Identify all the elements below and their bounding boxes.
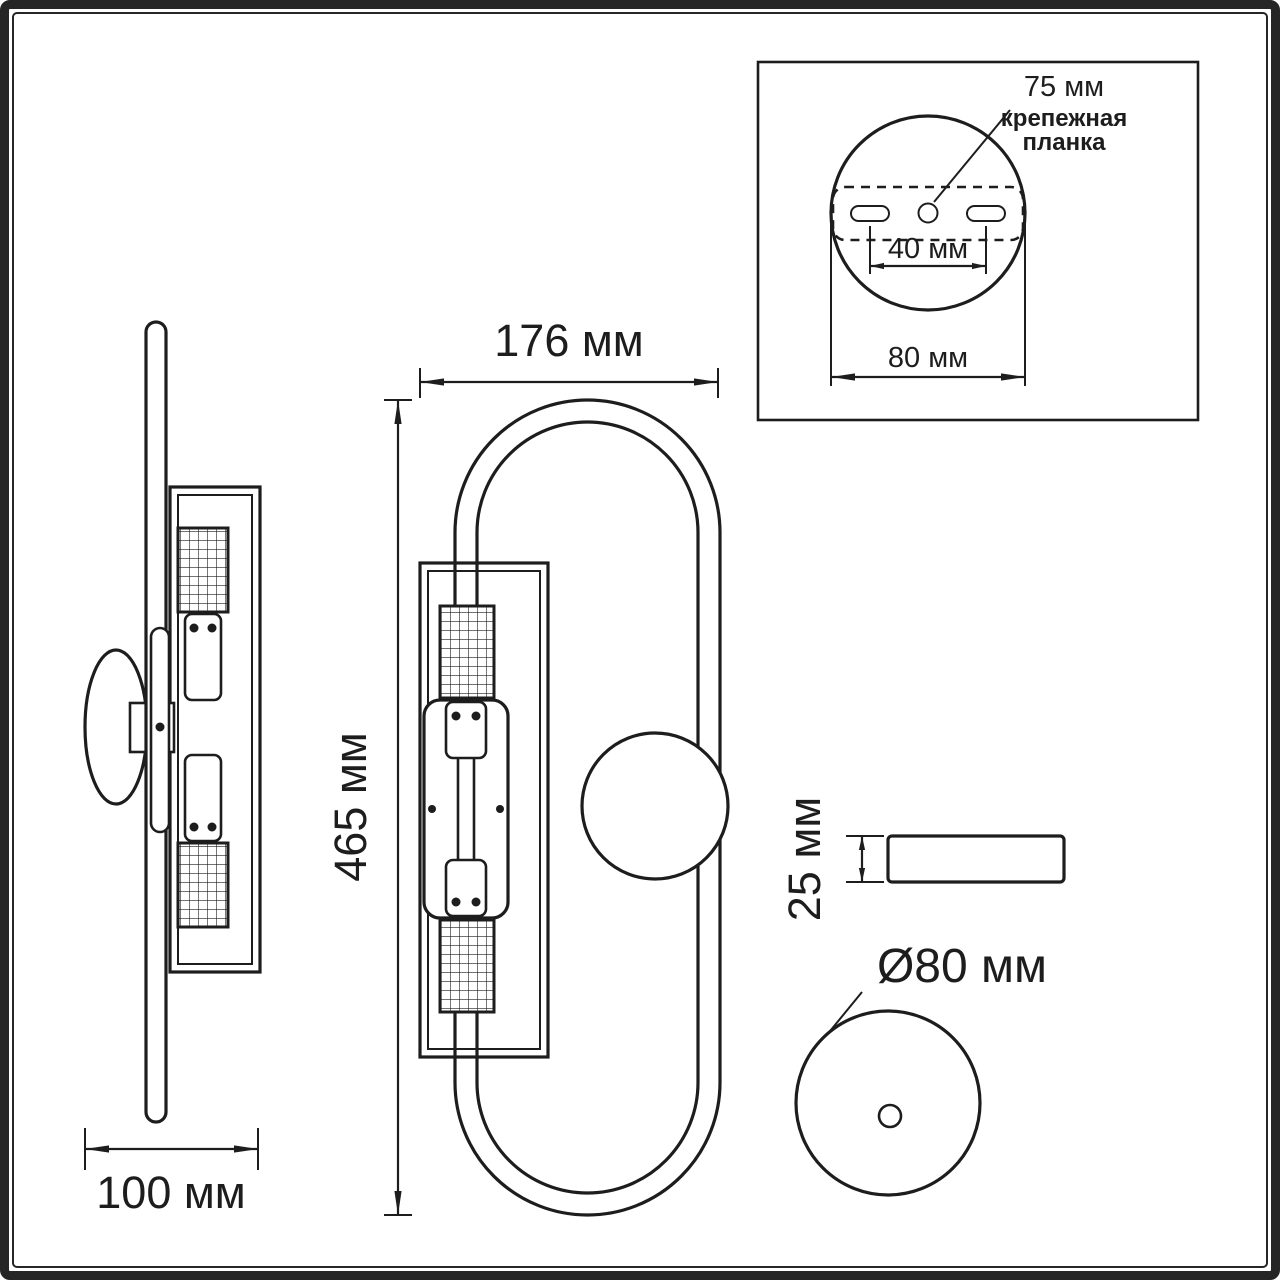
side-view	[83, 320, 262, 1124]
front-top-shade	[438, 604, 496, 700]
inset-leader-line	[933, 109, 1011, 203]
mounting-plate-inset: 75 мм крепежная планка 40 мм 80 мм	[756, 60, 1200, 422]
front-frame-screw	[496, 805, 504, 813]
front-bottom-holder-screw	[451, 897, 461, 907]
side-mount-screw	[155, 722, 165, 732]
front-top-holder-screw	[451, 711, 461, 721]
inset-slot-spacing-label: 40 мм	[888, 233, 968, 265]
side-backplate-inner	[177, 494, 253, 965]
inset-bracket-outline	[831, 185, 1025, 242]
base-plate-view: Ø80 мм	[794, 940, 1047, 1197]
front-width-label: 176 мм	[494, 315, 643, 366]
page-border-inner	[12, 12, 1268, 1268]
front-bottom-shade	[438, 918, 496, 1014]
front-view	[418, 398, 730, 1217]
side-depth-label: 100 мм	[96, 1167, 245, 1218]
plate-profile	[886, 834, 1066, 884]
side-bottom-holder	[183, 753, 223, 843]
front-frame-screw	[428, 805, 436, 813]
side-bottom-holder-screw	[207, 822, 217, 832]
inset-plate-width-label: 80 мм	[888, 342, 968, 374]
inset-right-slot	[966, 205, 1006, 222]
inset-bracket-label-line1: крепежная	[1001, 105, 1127, 132]
inset-pitch-label: 75 мм	[1024, 71, 1104, 103]
plate-profile-view: 25 мм	[779, 797, 1066, 921]
front-top-holder-screw	[471, 711, 481, 721]
inset-bracket-label-line2: планка	[1023, 129, 1107, 156]
front-top-holder	[444, 700, 488, 760]
plate-thickness-label: 25 мм	[779, 797, 830, 921]
side-bottom-holder-screw	[189, 822, 199, 832]
dimension-front-height: 465 мм	[325, 399, 412, 1216]
side-top-holder-screw	[207, 623, 217, 633]
front-decor-ball	[580, 731, 730, 881]
base-plate-leader	[825, 991, 863, 1037]
side-bottom-shade	[176, 841, 230, 929]
side-top-holder-screw	[189, 623, 199, 633]
dimension-front-width: 176 мм	[419, 315, 719, 398]
side-top-shade	[176, 526, 230, 614]
base-diameter-label: Ø80 мм	[877, 940, 1047, 993]
inset-left-slot	[850, 205, 890, 222]
base-plate-hole	[877, 1103, 903, 1129]
dimension-side-depth: 100 мм	[84, 1128, 259, 1218]
front-bottom-holder-screw	[471, 897, 481, 907]
base-plate-circle	[794, 1009, 982, 1197]
front-height-label: 465 мм	[325, 732, 376, 881]
inset-center-hole	[917, 202, 939, 224]
side-top-holder	[183, 612, 223, 702]
front-bottom-holder	[444, 858, 488, 918]
front-center-frame	[422, 698, 510, 920]
